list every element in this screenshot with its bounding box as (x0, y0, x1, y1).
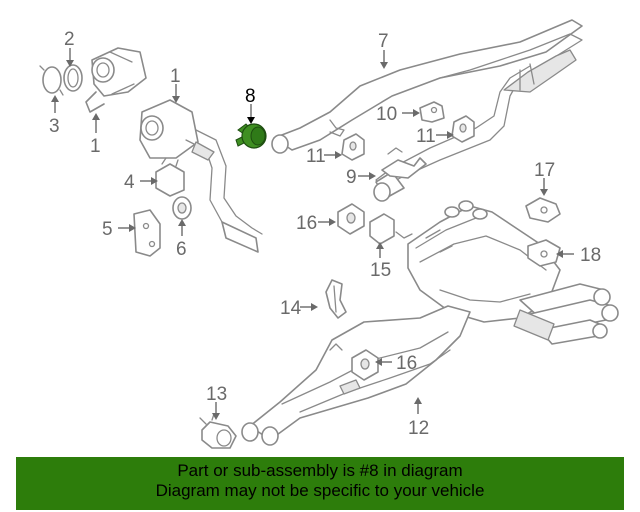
part-2-gasket-ring[interactable] (63, 64, 83, 92)
part-15-bracket[interactable] (369, 213, 413, 245)
exhaust-system-diagram: 2 3 1 1 4 5 6 8 7 10 11 11 9 16 15 17 18… (39, 19, 619, 449)
callout-7: 7 (378, 31, 389, 52)
callout-9: 9 (346, 167, 357, 188)
part-1-catalytic-converter-lower[interactable] (139, 99, 263, 253)
part-18-bracket[interactable] (527, 239, 561, 267)
callout-5: 5 (102, 219, 113, 240)
callout-17: 17 (534, 160, 555, 181)
part-16-mount-upper[interactable] (337, 203, 365, 235)
callout-1-lower: 1 (170, 66, 181, 87)
callout-11-left: 11 (306, 146, 326, 167)
part-3-clamp[interactable] (39, 65, 64, 96)
part-5-heat-shield[interactable] (133, 209, 161, 257)
part-16-mount-lower[interactable] (351, 349, 379, 381)
callout-13: 13 (206, 384, 227, 405)
callout-18: 18 (580, 245, 601, 266)
callout-16-upper: 16 (296, 213, 317, 234)
part-6-nut[interactable] (172, 196, 192, 220)
callout-16-lower: 16 (396, 353, 417, 374)
part-8-gasket-highlighted[interactable] (235, 123, 267, 149)
part-7-front-pipe[interactable] (271, 19, 583, 202)
rear-muffler-assembly (407, 200, 561, 323)
part-1-catalytic-converter-upper[interactable] (85, 47, 147, 113)
callout-15: 15 (370, 260, 391, 281)
callout-8: 8 (245, 86, 256, 107)
callout-4: 4 (124, 172, 135, 193)
callout-12: 12 (408, 418, 429, 439)
callout-2: 2 (64, 29, 75, 50)
part-11-mount-left[interactable] (341, 133, 365, 161)
callout-6: 6 (176, 239, 187, 260)
part-info-banner: Part or sub-assembly is #8 in diagram Di… (16, 457, 624, 510)
banner-line-disclaimer: Diagram may not be specific to your vehi… (155, 481, 485, 500)
part-9-bracket[interactable] (381, 147, 427, 179)
leader-lines (51, 48, 574, 420)
part-11-mount-right[interactable] (451, 115, 475, 143)
callout-11-right: 11 (416, 126, 436, 147)
part-17-bracket[interactable] (525, 197, 561, 223)
callout-10: 10 (376, 104, 397, 125)
part-10-hanger[interactable] (419, 101, 445, 123)
part-4-clamp[interactable] (155, 157, 185, 197)
tailpipes (513, 283, 619, 345)
part-14-bracket[interactable] (325, 279, 347, 319)
banner-line-part: Part or sub-assembly is #8 in diagram (177, 461, 463, 480)
callout-14: 14 (280, 298, 302, 319)
callout-3: 3 (49, 116, 60, 137)
callout-1-upper: 1 (90, 136, 101, 157)
part-13-clamp[interactable] (199, 413, 237, 449)
